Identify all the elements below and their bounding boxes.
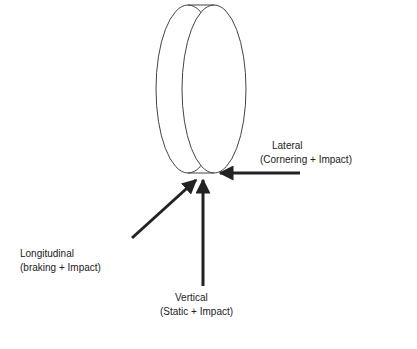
force-name: Longitudinal [20, 248, 74, 260]
force-name: Vertical [175, 292, 208, 304]
lateral-force-arrow [220, 172, 300, 175]
longitudinal-force-arrow [132, 180, 196, 238]
wheel-bottom-edge [188, 173, 214, 174]
vertical-force-arrow [202, 180, 205, 286]
force-source: (Static + Impact) [160, 306, 233, 318]
wheel-front-rim [182, 5, 246, 173]
force-name: Lateral [272, 140, 303, 152]
wheel [156, 5, 246, 173]
force-source: (braking + Impact) [20, 262, 101, 274]
force-source: (Cornering + Impact) [260, 154, 352, 166]
wheel-top-edge [188, 5, 214, 6]
